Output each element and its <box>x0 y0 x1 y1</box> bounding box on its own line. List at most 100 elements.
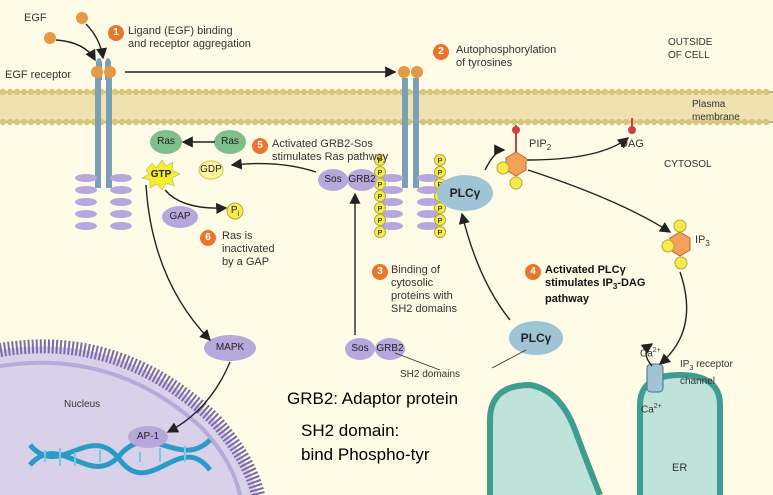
lipid-head <box>356 118 364 126</box>
arrows <box>55 23 688 433</box>
grb2-top-label: GRB2 <box>348 174 376 185</box>
lipid-head <box>475 118 483 126</box>
lipid-head <box>713 118 721 126</box>
grb2-bottom-label: GRB2 <box>376 343 404 354</box>
lipid-head <box>692 88 700 96</box>
lipid-head <box>342 118 350 126</box>
lipid-head <box>685 88 693 96</box>
phospho-label: P <box>378 158 383 165</box>
lipid-head <box>657 118 665 126</box>
lipid-head <box>503 88 511 96</box>
dna-helix <box>28 438 212 476</box>
phospho-label: P <box>378 230 383 237</box>
lipid-head <box>671 118 679 126</box>
lipid-head <box>356 88 364 96</box>
phospho-circle <box>434 166 446 178</box>
lipid-head <box>307 118 315 126</box>
phosphotyrosine-group: PPPPPPPPPPPPPP <box>374 154 446 238</box>
lipid-head <box>181 88 189 96</box>
lipid-head <box>111 118 119 126</box>
lipid-head <box>692 118 700 126</box>
lipid-head <box>272 88 280 96</box>
lipid-head <box>762 88 770 96</box>
lipid-head <box>559 88 567 96</box>
lipid-head <box>461 88 469 96</box>
lipid-head <box>286 88 294 96</box>
phospho-label: P <box>438 158 443 165</box>
lipid-head <box>538 118 546 126</box>
plcg-top-shape <box>437 175 493 211</box>
lipid-head <box>167 118 175 126</box>
lipid-head <box>531 118 539 126</box>
lipid-head <box>748 88 756 96</box>
lipid-head <box>461 118 469 126</box>
lipid-head <box>685 118 693 126</box>
lipid-head <box>678 88 686 96</box>
ca-top-label: Ca2+ <box>640 347 661 360</box>
mapk-label: MAPK <box>215 342 245 353</box>
lipid-head <box>160 88 168 96</box>
step-6-text: Ras is inactivated by a GAP <box>222 230 275 268</box>
lipid-head <box>496 118 504 126</box>
lipid-head <box>377 118 385 126</box>
lipid-head <box>216 118 224 126</box>
lipid-head <box>244 118 252 126</box>
note-sh2-body: bind Phospho-tyr <box>301 445 430 464</box>
lipid-head <box>377 88 385 96</box>
egf-receptor-left <box>75 58 132 230</box>
phospho-label: P <box>438 170 443 177</box>
lipid-head <box>601 118 609 126</box>
lipid-head <box>223 88 231 96</box>
lipid-head <box>307 88 315 96</box>
lipid-head <box>251 88 259 96</box>
lipid-head <box>202 88 210 96</box>
lipid-head <box>153 118 161 126</box>
lipid-head <box>20 118 28 126</box>
phospho-circle <box>374 214 386 226</box>
gtp-burst <box>141 159 181 191</box>
lipid-head <box>181 118 189 126</box>
lipid-head <box>559 118 567 126</box>
ip3-receptor-channel-shape <box>646 363 664 393</box>
lipid-head <box>195 118 203 126</box>
phospho-label: P <box>378 218 383 225</box>
step-3-text: Binding of cytosolic proteins with SH2 d… <box>391 264 458 315</box>
lipid-head <box>503 118 511 126</box>
pip2-molecule <box>496 125 527 190</box>
lipid-head <box>384 118 392 126</box>
phospho-circle <box>374 166 386 178</box>
lipid-head <box>13 118 21 126</box>
lipid-head <box>363 118 371 126</box>
plcg-bottom-shape <box>509 321 563 355</box>
lipid-head <box>195 88 203 96</box>
sos-bottom-shape <box>345 338 375 360</box>
phospho-circle <box>434 154 446 166</box>
step-2-text: Autophosphorylation of tyrosines <box>456 44 557 69</box>
lipid-head <box>118 118 126 126</box>
lipid-head <box>440 88 448 96</box>
lipid-head <box>41 88 49 96</box>
lipid-head <box>594 88 602 96</box>
lipid-head <box>510 88 518 96</box>
note-grb2: GRB2: Adaptor protein <box>287 389 459 408</box>
phospho-circle <box>434 226 446 238</box>
lipid-head <box>755 88 763 96</box>
lipid-head <box>468 88 476 96</box>
nucleus <box>0 339 265 495</box>
lipid-head <box>272 118 280 126</box>
lipid-head <box>27 88 35 96</box>
lipid-head <box>27 118 35 126</box>
lipid-head <box>146 88 154 96</box>
lipid-head <box>0 88 7 96</box>
lipid-head <box>209 88 217 96</box>
lipid-head <box>664 88 672 96</box>
lipid-head <box>510 118 518 126</box>
lipid-head <box>636 118 644 126</box>
lipid-head <box>734 88 742 96</box>
lipid-head <box>454 118 462 126</box>
step-3-badge: 3 <box>372 264 388 280</box>
lipid-head <box>258 88 266 96</box>
lipid-head <box>69 88 77 96</box>
ap1-shape <box>128 426 168 448</box>
lipid-head <box>440 118 448 126</box>
